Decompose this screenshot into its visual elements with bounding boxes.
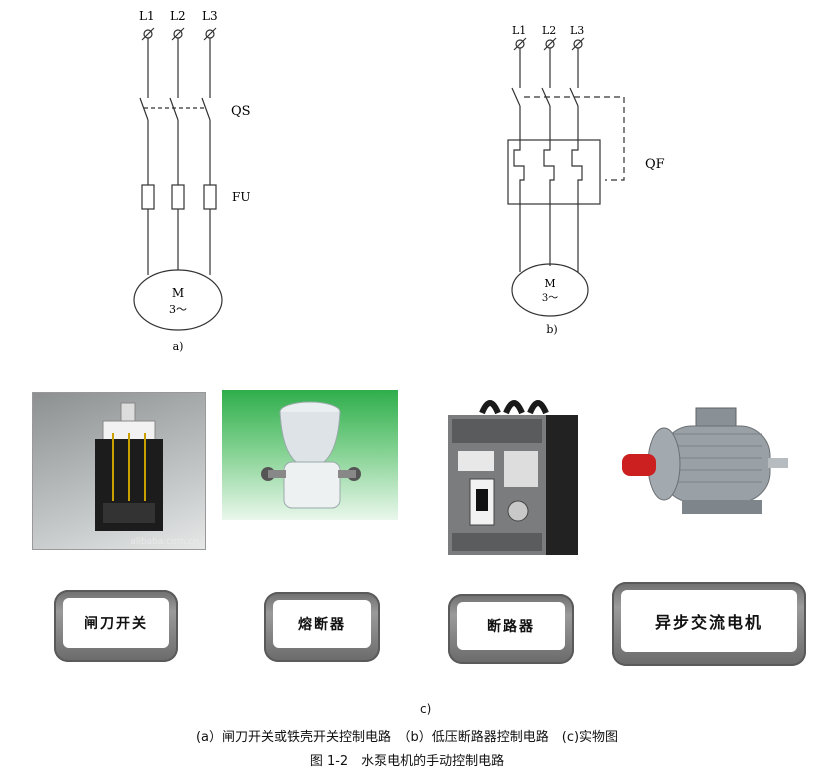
- breaker-qf: [507, 87, 625, 205]
- motor-sub-b: 3～: [542, 293, 558, 304]
- label-knife-switch: 闸刀开关: [54, 590, 178, 662]
- switch-qs: [139, 97, 211, 121]
- line-label-l3-a: L3: [202, 9, 218, 23]
- line-label-l2-a: L2: [170, 9, 186, 23]
- caption-line-1: (a）闸刀开关或铁壳开关控制电路 （b）低压断路器控制电路 (c)实物图: [195, 730, 619, 745]
- sublabel-a: a): [173, 340, 184, 353]
- motor-symbol-b: [511, 263, 589, 317]
- label-breaker-text: 断路器: [457, 602, 565, 650]
- figure-caption: 图 1-2 水泵电机的手动控制电路: [309, 754, 505, 769]
- knife-switch-photo: alibaba.com.cn: [32, 392, 206, 550]
- motor-drawing: [622, 407, 788, 514]
- motor-label-b: M: [544, 277, 555, 290]
- motor-photo: [612, 398, 794, 526]
- line-label-l2-b: L2: [542, 24, 556, 37]
- fuse-fu: [141, 184, 217, 210]
- fuse-label-fu: FU: [232, 190, 251, 204]
- fuse-drawing: [261, 401, 361, 509]
- sublabel-b: b): [546, 323, 557, 336]
- line-label-l1-b: L1: [512, 24, 526, 37]
- diagram-b-circuit: L1 L2 L3 M 3～ b): [507, 24, 625, 336]
- fuse-photo: [222, 390, 398, 520]
- label-knife-switch-text: 闸刀开关: [63, 598, 169, 648]
- diagram-a-circuit: L1 L2 L3 M 3～ a): [133, 9, 223, 353]
- motor-symbol-a: [133, 269, 223, 331]
- knife-switch-drawing: [95, 402, 163, 531]
- label-motor: 异步交流电机: [612, 582, 806, 666]
- sublabel-c: c): [420, 702, 432, 716]
- label-fuse-text: 熔断器: [273, 600, 371, 648]
- label-motor-text: 异步交流电机: [621, 590, 797, 652]
- motor-label-a: M: [172, 286, 184, 300]
- motor-sub-a: 3～: [169, 303, 187, 316]
- label-fuse: 熔断器: [264, 592, 380, 662]
- line-label-l1-a: L1: [139, 9, 155, 23]
- photo-watermark: alibaba.com.cn: [130, 537, 199, 547]
- breaker-label-qf: QF: [645, 157, 665, 172]
- label-breaker: 断路器: [448, 594, 574, 664]
- switch-label-qs: QS: [231, 104, 251, 119]
- line-label-l3-b: L3: [570, 24, 584, 37]
- breaker-photo: [442, 393, 582, 558]
- breaker-drawing: [448, 400, 578, 555]
